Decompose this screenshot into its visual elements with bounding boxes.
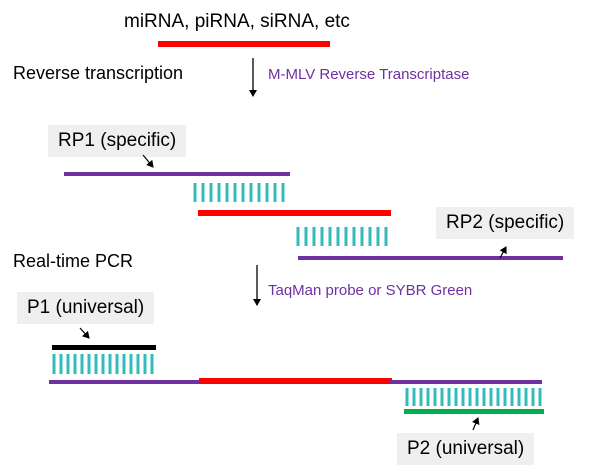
small-rna-strand [158, 41, 330, 47]
rp1-label-box: RP1 (specific) [48, 125, 187, 157]
rp2-pointer-arrow [499, 246, 507, 259]
p2-hybrid-ticks [405, 388, 542, 406]
p2-pointer-arrow [472, 417, 480, 431]
template-left-adapter [49, 380, 201, 384]
small-rna-title: miRNA, piRNA, siRNA, etc [124, 11, 350, 32]
rp1-hybrid-ticks [193, 183, 285, 202]
template-mirna [199, 378, 392, 384]
rp2-hybrid-ticks [296, 227, 388, 246]
rp1-strand [64, 172, 290, 176]
real-time-pcr-label: Real-time PCR [13, 251, 134, 271]
p2-primer [404, 409, 544, 414]
p1-label-box: P1 (universal) [17, 292, 155, 324]
p1-pointer-arrow [79, 327, 90, 339]
rp2-label-box: RP2 (specific) [436, 207, 575, 239]
p2-label-box: P2 (universal) [397, 433, 535, 465]
mirna-strand [198, 210, 391, 216]
enzyme-label: M-MLV Reverse Transcriptase [268, 66, 470, 83]
reverse-transcription-label: Reverse transcription [13, 63, 184, 83]
rp1-pointer-arrow [142, 154, 154, 168]
template-right-adapter [390, 380, 542, 384]
p1-primer [52, 345, 156, 350]
rp2-strand [298, 256, 563, 260]
detection-label: TaqMan probe or SYBR Green [268, 282, 473, 299]
p1-hybrid-ticks [52, 354, 154, 374]
